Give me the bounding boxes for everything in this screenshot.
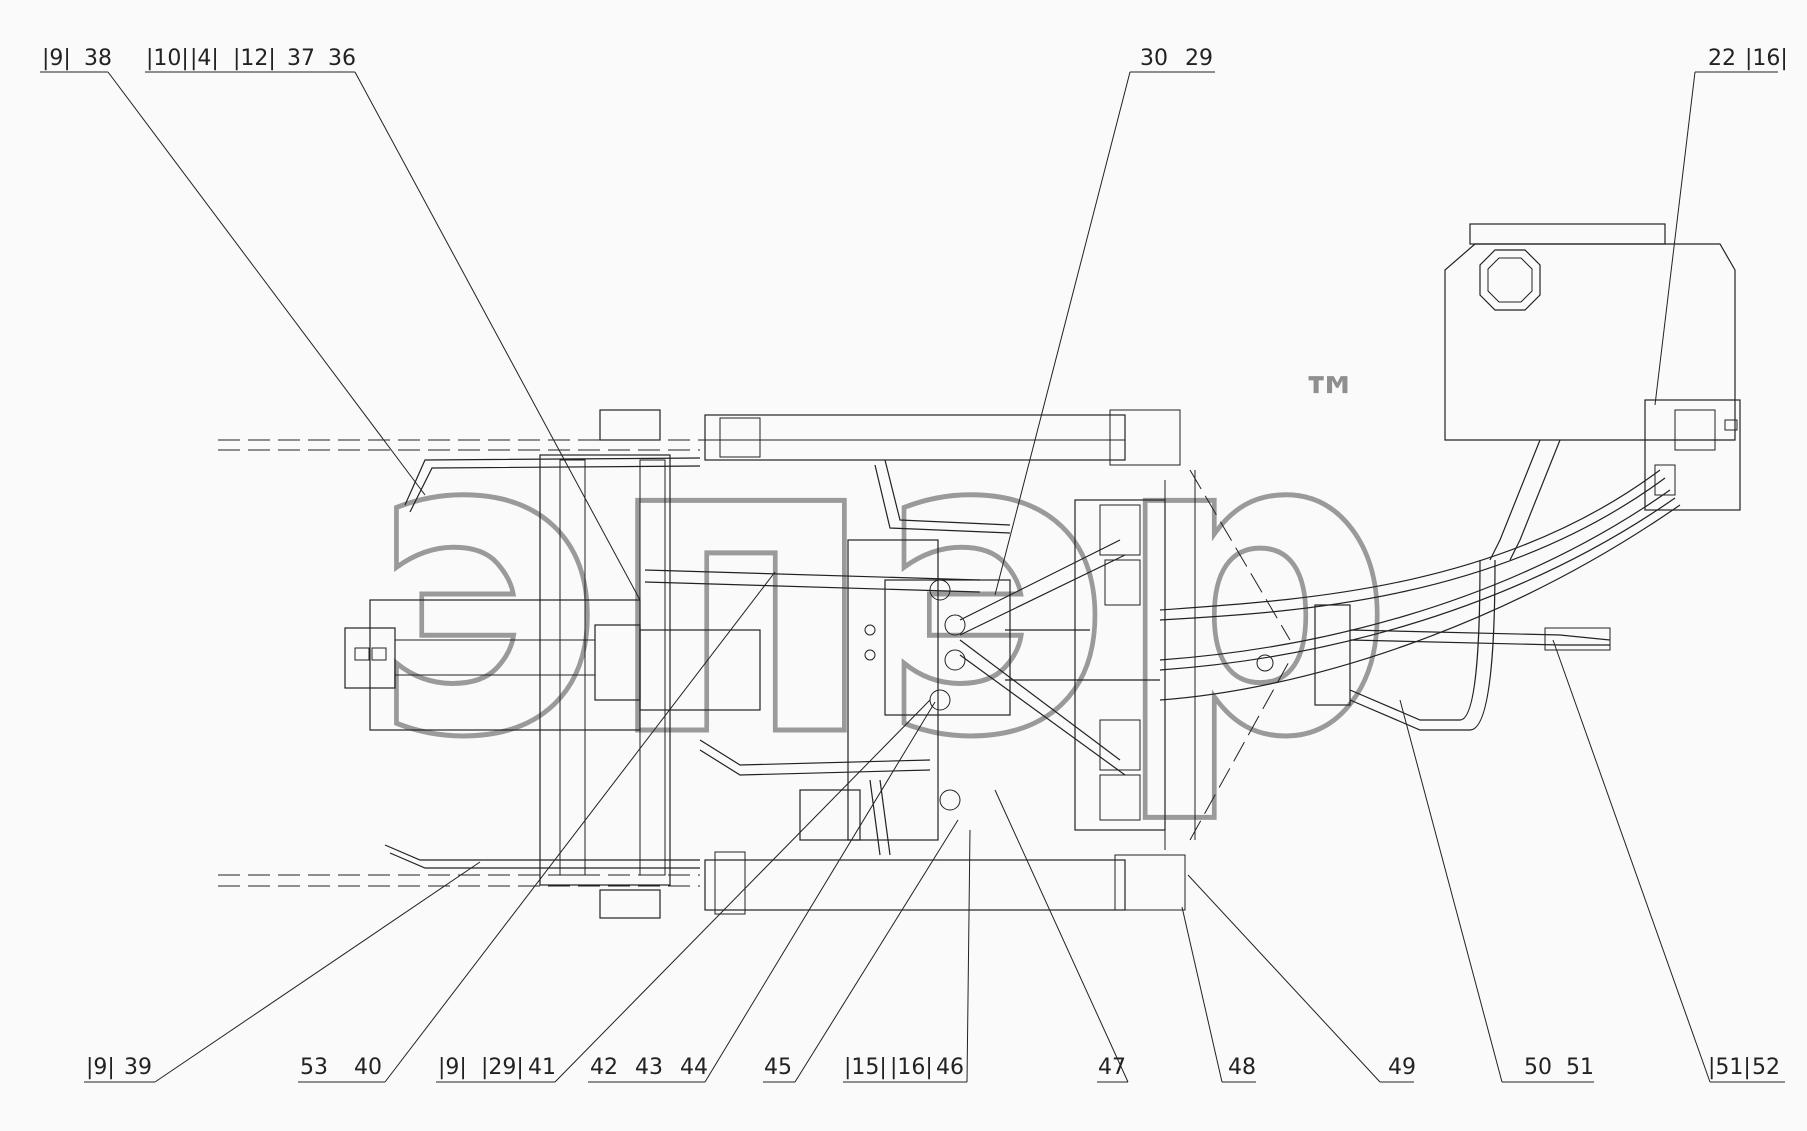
- callout-part: 37: [287, 46, 315, 71]
- callout-part: 29: [1185, 46, 1213, 71]
- callout-part: 36: [328, 46, 356, 71]
- callout-part: 47: [1098, 1055, 1126, 1080]
- watermark: эпэр ™: [368, 339, 1398, 833]
- callout-part: 38: [84, 46, 112, 71]
- callout-part: 52: [1752, 1055, 1780, 1080]
- callout-part: 46: [936, 1055, 964, 1080]
- callout-part: 43: [635, 1055, 663, 1080]
- callout-c10: |15| |16| 46: [843, 1055, 967, 1083]
- callout-part: |9|: [42, 46, 71, 71]
- callout-part: |12|: [233, 46, 276, 71]
- callout-part: |16|: [890, 1055, 933, 1080]
- callout-c1: |9| 38: [40, 46, 112, 73]
- callout-part: |9|: [86, 1055, 115, 1080]
- callout-c6: 53 40: [298, 1055, 385, 1083]
- callout-part: 48: [1228, 1055, 1256, 1080]
- callout-part: 53: [300, 1055, 328, 1080]
- callout-part: 41: [528, 1055, 556, 1080]
- callout-part: 51: [1566, 1055, 1594, 1080]
- callout-part: |29|: [481, 1055, 524, 1080]
- callout-part: |16|: [1745, 46, 1788, 71]
- callout-part: 50: [1524, 1055, 1552, 1080]
- watermark-trademark: ™: [1300, 365, 1360, 435]
- watermark-text: эпэр: [370, 341, 1395, 830]
- callout-c13: 49: [1380, 1055, 1416, 1083]
- callout-part: |51|: [1708, 1055, 1751, 1080]
- callout-part: |4|: [190, 46, 219, 71]
- pipe-bundle: [1159, 469, 1681, 731]
- callout-c5: |9| 39: [84, 1055, 155, 1083]
- callout-c4: 22 |16|: [1695, 46, 1788, 73]
- leader-lines: [107, 71, 1711, 1083]
- callout-c11: 47: [1097, 1055, 1128, 1083]
- callout-c14: 50 51: [1502, 1055, 1594, 1083]
- callout-c9: 45: [763, 1055, 795, 1083]
- callout-c2: |10| |4| |12| 37 36: [145, 46, 356, 73]
- upper-cylinder: [700, 409, 1181, 466]
- callout-part: |10|: [146, 46, 189, 71]
- callout-c15: |51| 52: [1708, 1055, 1785, 1083]
- left-mount-structure: [344, 409, 761, 919]
- callout-c3: 30 29: [1130, 46, 1215, 73]
- lower-cylinder: [704, 851, 1186, 915]
- callout-part: |15|: [844, 1055, 887, 1080]
- callout-part: 45: [764, 1055, 792, 1080]
- callout-c8: 42 43 44: [588, 1055, 708, 1083]
- hydraulic-tank: [1444, 223, 1741, 561]
- callout-part: 22: [1708, 46, 1736, 71]
- callout-part: 39: [124, 1055, 152, 1080]
- callout-part: 40: [354, 1055, 382, 1080]
- internal-piping: [384, 457, 1274, 869]
- callout-part: 44: [680, 1055, 708, 1080]
- callout-part: 30: [1140, 46, 1168, 71]
- callout-part: |9|: [438, 1055, 467, 1080]
- callout-part: 49: [1388, 1055, 1416, 1080]
- callout-part: 42: [590, 1055, 618, 1080]
- callout-c12: 48: [1222, 1055, 1256, 1083]
- callout-c7: |9| |29| 41: [436, 1055, 556, 1083]
